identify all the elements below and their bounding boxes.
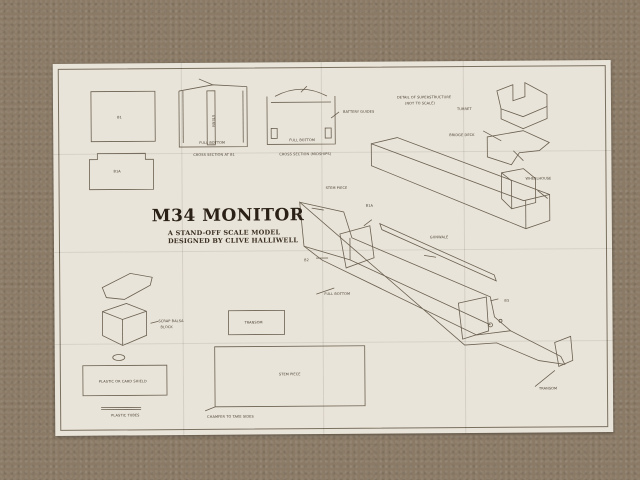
cross-section-1-top xyxy=(179,85,247,91)
label-cross-section-1: CROSS SECTION AT B1 xyxy=(193,152,235,157)
bulkhead-b1a xyxy=(340,226,374,268)
label-gunwale: GUNWALE xyxy=(429,235,449,240)
balsa-block xyxy=(102,303,146,345)
b1a-plate xyxy=(89,153,153,189)
label-battery-guides: BATTERY GUIDES xyxy=(343,109,375,114)
label-cross-section-2: CROSS SECTION (MIDSHIPS) xyxy=(279,152,332,157)
label-b1a: B1A xyxy=(113,169,121,174)
label-plastic-shield: PLASTIC OR CARD SHIELD xyxy=(98,379,147,384)
gunwale-strip xyxy=(380,223,496,282)
stem-piece-part xyxy=(215,346,365,407)
label-transom-main: TRANSOM xyxy=(538,386,558,391)
label-not-to-scale: (NOT TO SCALE) xyxy=(404,101,435,106)
label-detail-superstructure: DETAIL OF SUPERSTRUCTURE xyxy=(396,95,452,100)
label-b1a-hull: B1A xyxy=(365,203,374,208)
label-plastic-tubes: PLASTIC TUBES xyxy=(111,413,140,418)
transom-end xyxy=(555,336,573,366)
turret xyxy=(497,83,547,117)
plan-subtitle: A STAND-OFF SCALE MODEL DESIGNED BY CLIV… xyxy=(168,228,298,245)
balsa-top-plate xyxy=(102,273,152,299)
label-full-bottom-2: FULL BOTTOM xyxy=(289,138,316,143)
main-hull-bottom xyxy=(300,200,565,366)
label-stern: STERN xyxy=(211,114,216,127)
subtitle-line-2: DESIGNED BY CLIVE HALLIWELL xyxy=(167,236,299,246)
wheelhouse-block xyxy=(501,169,535,209)
label-wheelhouse: WHEELHOUSE xyxy=(525,176,552,181)
label-turret: TURRET xyxy=(457,107,472,112)
bulkhead-b2 xyxy=(458,297,488,339)
bridge-deck xyxy=(487,130,549,164)
cross-section-1-stern xyxy=(207,91,215,145)
label-b2: B2 xyxy=(304,258,309,263)
b1-plate xyxy=(91,91,155,141)
tube-ellipse xyxy=(113,354,125,360)
label-stem-piece: STEM PIECE xyxy=(325,185,348,191)
cross-section-2-arc xyxy=(275,89,327,96)
label-transom-part: TRANSOM xyxy=(244,320,263,325)
plastic-shield xyxy=(83,365,167,396)
cross-section-2 xyxy=(267,96,335,144)
transom-part xyxy=(228,310,284,334)
cross-section-1 xyxy=(179,87,247,147)
label-chamfer: CHAMFER TO TAKE SIDES xyxy=(207,414,254,419)
plan-drawings xyxy=(53,60,614,436)
label-b1: B1 xyxy=(117,115,122,120)
plan-title: M34 MONITOR xyxy=(151,205,305,227)
label-b3: B3 xyxy=(504,298,510,303)
plan-sheet: M34 MONITOR A STAND-OFF SCALE MODEL DESI… xyxy=(52,60,614,436)
label-full-bottom-main: FULL BOTTOM xyxy=(324,291,351,297)
label-scrap-balsa: SCRAP BALSA xyxy=(158,319,184,324)
superstructure-hull xyxy=(371,142,550,229)
label-bridge-deck: BRIDGE DECK xyxy=(449,133,475,138)
label-full-bottom-1: FULL BOTTOM xyxy=(199,140,226,145)
label-stem-piece-part: STEM PIECE xyxy=(278,372,301,377)
label-block: BLOCK xyxy=(160,325,173,330)
